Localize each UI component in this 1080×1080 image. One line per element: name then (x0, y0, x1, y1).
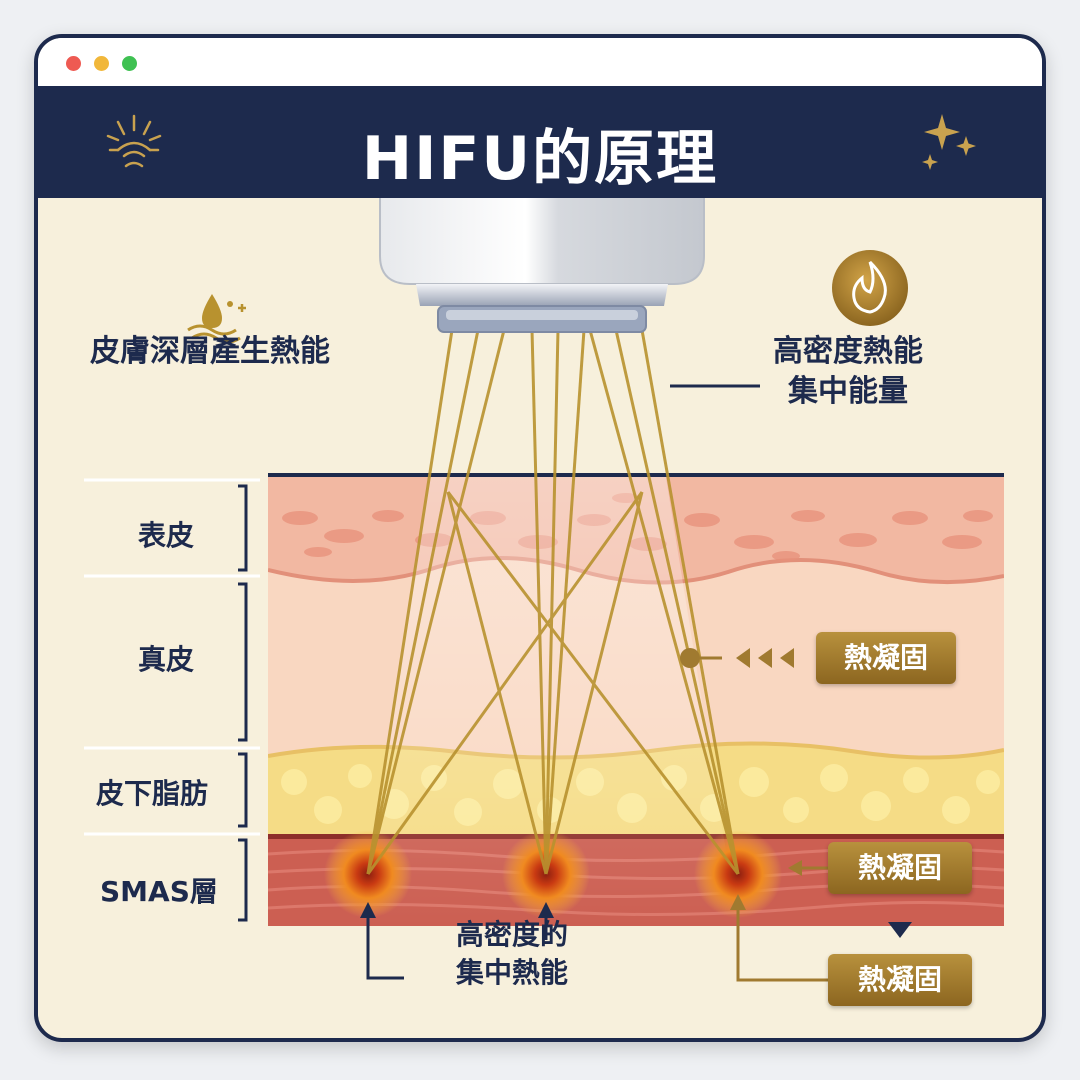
app-window: HIFU的原理 (34, 34, 1046, 1042)
dermis-coagulation-marker (680, 648, 794, 668)
smas-coagulation-arrow (788, 860, 828, 876)
focal-heat-callout: 高密度的 集中熱能 (456, 916, 568, 992)
layer-brackets (238, 484, 248, 922)
close-window-button[interactable] (66, 56, 81, 71)
header-banner: HIFU的原理 (38, 86, 1042, 198)
hifu-diagram (84, 198, 1004, 982)
thermal-coagulation-badge-deep: 熱凝固 (828, 954, 972, 1006)
layer-label-epidermis: 表皮 (138, 519, 195, 552)
layer-label-smas: SMAS層 (100, 875, 218, 908)
maximize-window-button[interactable] (122, 56, 137, 71)
concentrated-energy-line2: 集中能量 (788, 374, 908, 409)
concentrated-energy-line1: 高密度熱能 (773, 334, 923, 369)
ultrasound-beams (366, 329, 740, 875)
thermal-coagulation-badge-smas: 熱凝固 (828, 842, 972, 894)
page-title: HIFU的原理 (361, 124, 719, 194)
sun-rays-icon (106, 114, 162, 168)
sparkles-icon (922, 114, 976, 170)
thermal-coagulation-badge-dermis: 熱凝固 (816, 632, 956, 684)
layer-label-subcutaneous-fat: 皮下脂肪 (96, 777, 209, 810)
focal-heat-line2: 集中熱能 (456, 956, 569, 989)
skin-surface-line (268, 473, 1004, 477)
layer-label-dermis: 真皮 (138, 643, 195, 676)
skin-heat-callout: 皮膚深層產生熱能 (90, 334, 330, 369)
diagram-area: 皮膚深層產生熱能 高密度熱能 集中能量 高密度的 集中熱能 表皮 真皮 皮下脂肪… (38, 198, 1042, 1038)
focal-heat-line1: 高密度的 (456, 918, 569, 951)
concentrated-energy-callout: 高密度熱能 集中能量 (773, 332, 923, 412)
down-arrow-icon (888, 922, 912, 938)
deep-coagulation-connector (736, 902, 828, 982)
hifu-probe (379, 198, 705, 333)
minimize-window-button[interactable] (94, 56, 109, 71)
flame-icon (832, 250, 908, 326)
droplet-wave-icon (187, 294, 246, 344)
window-titlebar (38, 38, 1042, 86)
layer-divider-lines (84, 478, 260, 836)
